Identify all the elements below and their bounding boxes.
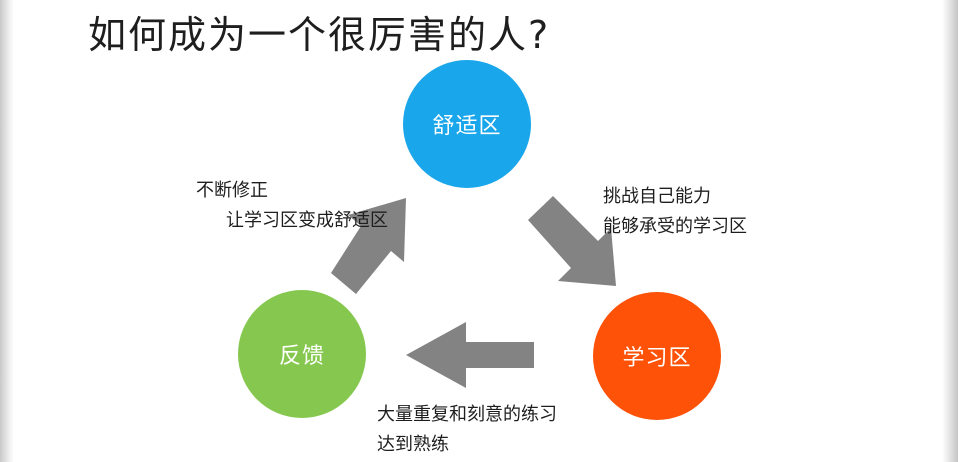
note-learning-to-feedback: 大量重复和刻意的练习 达到熟练 [377,400,557,460]
note-bottom-line-1: 大量重复和刻意的练习 [377,404,557,425]
note-feedback-to-comfort: 不断修正 让学习区变成舒适区 [150,176,388,236]
note-left-line-1: 不断修正 [196,180,268,201]
arrow-comfort-to-learning [528,196,616,286]
learning-zone-label: 学习区 [622,346,692,371]
page-edge-right [942,0,958,462]
learning-zone-node: 学习区 [593,292,721,420]
comfort-zone-label: 舒适区 [432,114,502,139]
note-right-line-1: 挑战自己能力 [603,186,711,207]
note-right-line-2: 能够承受的学习区 [603,216,747,237]
page-edge-left [0,0,14,462]
comfort-zone-node: 舒适区 [403,60,531,188]
feedback-label: 反馈 [278,344,325,369]
diagram-title: 如何成为一个很厉害的人? [88,13,551,57]
arrow-feedback-to-comfort [331,198,406,294]
feedback-node: 反馈 [238,290,366,418]
arrow-learning-to-feedback [406,322,534,388]
note-left-line-2: 让学习区变成舒适区 [226,210,388,231]
note-bottom-line-2: 达到熟练 [377,434,449,455]
note-comfort-to-learning: 挑战自己能力 能够承受的学习区 [603,182,747,242]
